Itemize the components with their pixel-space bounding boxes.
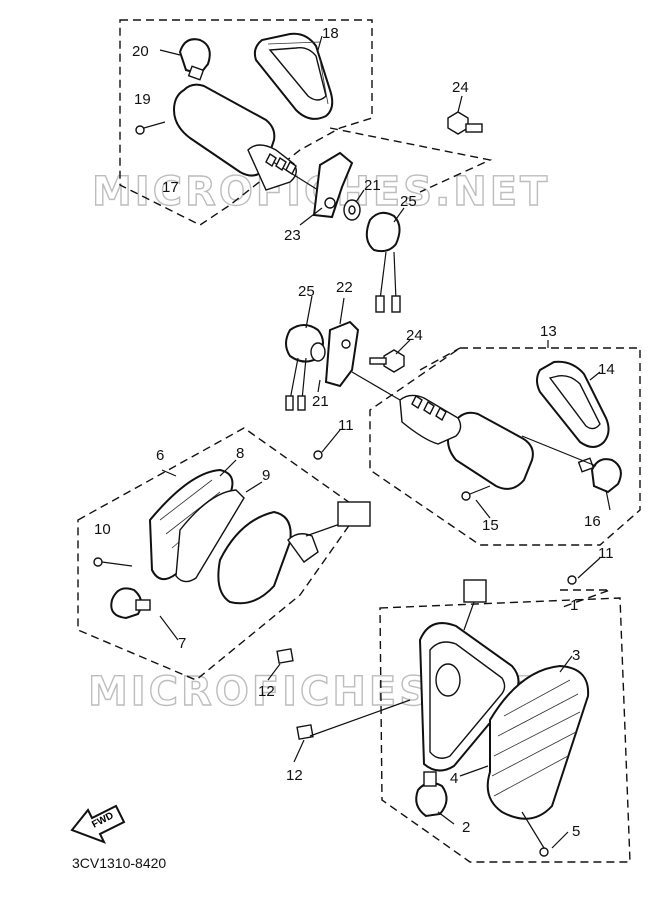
washer-21-mid xyxy=(310,342,326,362)
callout-7: 7 xyxy=(178,635,186,652)
lens-14 xyxy=(536,360,610,448)
callout-16: 16 xyxy=(584,513,601,530)
callout-15: 15 xyxy=(482,517,499,534)
turn-signal-housing-13 xyxy=(399,394,534,490)
callout-22: 22 xyxy=(336,279,353,296)
callout-11-left: 11 xyxy=(338,417,354,434)
callout-4: 4 xyxy=(450,770,458,787)
callout-18: 18 xyxy=(322,25,339,42)
callout-14: 14 xyxy=(598,361,615,378)
gasket-9 xyxy=(175,489,245,583)
callout-20: 20 xyxy=(132,43,149,60)
callout-3: 3 xyxy=(572,647,580,664)
bolt-24-mid xyxy=(369,349,405,373)
callout-17: 17 xyxy=(162,179,179,196)
assembly-1-leader xyxy=(559,589,611,609)
assembly-6-boundary xyxy=(77,427,361,681)
bracket-23 xyxy=(312,151,354,219)
housing-4 xyxy=(418,579,520,772)
callout-19: 19 xyxy=(134,91,151,108)
callout-25-mid: 25 xyxy=(298,283,315,300)
assembly-17-boundary xyxy=(119,19,373,226)
assembly-1-boundary xyxy=(379,597,631,863)
callout-25-top: 25 xyxy=(400,193,417,210)
callout-23: 23 xyxy=(284,227,301,244)
assembly-13-boundary xyxy=(369,347,641,546)
callout-9: 9 xyxy=(262,467,270,484)
callout-1: 1 xyxy=(570,597,578,614)
callout-5: 5 xyxy=(572,823,580,840)
washer-21-top xyxy=(343,199,361,221)
screw-11-right xyxy=(567,575,577,585)
screw-11-left xyxy=(313,450,323,460)
callout-6: 6 xyxy=(156,447,164,464)
callout-12-right: 12 xyxy=(286,767,303,784)
callout-12-left: 12 xyxy=(258,683,275,700)
assembly-17-leader xyxy=(329,127,493,193)
callout-21-mid: 21 xyxy=(312,393,329,410)
nut-12-left xyxy=(276,648,294,664)
turn-signal-housing-17 xyxy=(172,83,319,191)
housing-6 xyxy=(217,501,371,605)
callout-8: 8 xyxy=(236,445,244,462)
screw-5 xyxy=(521,811,549,857)
forward-arrow-icon: FWD xyxy=(70,804,126,844)
callout-13: 13 xyxy=(540,323,557,340)
bracket-22 xyxy=(324,320,360,388)
bulb-2 xyxy=(415,771,448,818)
screw-10 xyxy=(93,557,133,567)
callout-10: 10 xyxy=(94,521,111,538)
callout-11-right: 11 xyxy=(598,545,614,562)
screw-19 xyxy=(135,121,166,135)
bulb-20 xyxy=(178,38,211,81)
lens-18 xyxy=(253,32,334,120)
lens-3 xyxy=(486,664,590,820)
callout-24-top: 24 xyxy=(452,79,469,96)
screw-15 xyxy=(461,485,491,501)
callout-21-top: 21 xyxy=(364,177,381,194)
bulb-16 xyxy=(577,457,622,494)
bulb-7 xyxy=(110,587,151,620)
callout-24-mid: 24 xyxy=(406,327,423,344)
socket-25-top xyxy=(365,211,401,313)
callout-2: 2 xyxy=(462,819,470,836)
nut-12-right xyxy=(296,724,314,740)
bolt-24-top xyxy=(447,111,483,135)
drawing-code: 3CV1310-8420 xyxy=(72,855,166,871)
